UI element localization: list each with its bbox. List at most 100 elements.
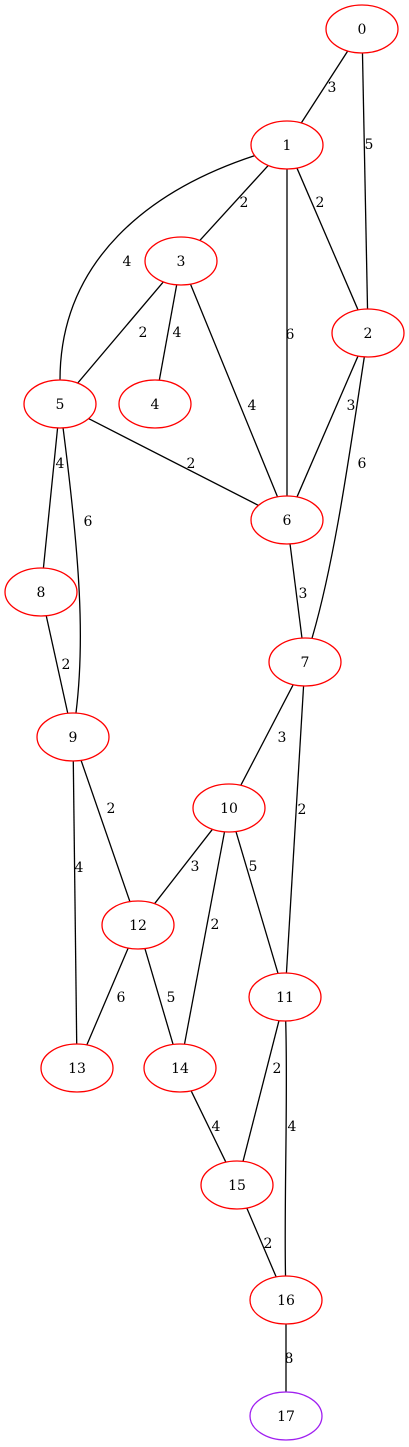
edge-weight-0-2: 5 (365, 137, 374, 153)
node-14: 14 (143, 1043, 217, 1093)
node-ellipse-3 (144, 236, 218, 286)
node-ellipse-6 (250, 495, 324, 545)
edge-weight-1-3: 2 (240, 195, 249, 211)
node-2: 2 (331, 308, 405, 358)
edge-11-15 (242, 1020, 280, 1162)
edge-3-6 (189, 283, 279, 498)
node-8: 8 (4, 567, 78, 617)
edge-9-12 (80, 760, 131, 902)
edge-weight-5-9: 6 (84, 514, 93, 530)
node-15: 15 (200, 1160, 274, 1210)
edge-weight-6-7: 3 (299, 586, 308, 602)
node-label-12: 12 (129, 918, 147, 934)
node-label-13: 13 (68, 1061, 86, 1077)
node-ellipse-17 (249, 1391, 323, 1441)
edge-5-6 (88, 418, 259, 506)
edge-weight-7-11: 2 (298, 802, 307, 818)
edge-8-9 (45, 615, 69, 714)
edge-11-16 (284, 1020, 288, 1277)
node-ellipse-9 (36, 712, 110, 762)
node-label-17: 17 (277, 1409, 295, 1425)
node-label-6: 6 (283, 513, 292, 529)
edge-weight-0-1: 3 (328, 80, 337, 96)
edge-weight-3-4: 4 (173, 325, 182, 341)
node-ellipse-14 (143, 1043, 217, 1093)
edge-weight-2-6: 3 (347, 398, 356, 414)
node-ellipse-4 (118, 379, 192, 429)
edge-weight-5-8: 4 (56, 456, 65, 472)
node-ellipse-2 (331, 308, 405, 358)
edge-weight-10-14: 2 (211, 917, 220, 933)
node-label-7: 7 (301, 655, 310, 671)
edge-weight-11-15: 2 (273, 1061, 282, 1077)
node-ellipse-16 (249, 1275, 323, 1325)
edge-15-16 (246, 1207, 277, 1278)
edge-3-4 (158, 284, 178, 381)
edge-10-11 (235, 831, 279, 974)
node-label-2: 2 (364, 326, 373, 342)
node-label-11: 11 (276, 990, 294, 1006)
edge-1-3 (199, 165, 269, 241)
node-0: 0 (325, 4, 399, 54)
node-label-15: 15 (228, 1178, 246, 1194)
edge-7-10 (240, 684, 294, 786)
node-label-0: 0 (358, 22, 367, 38)
node-ellipse-10 (192, 783, 266, 833)
edge-weight-2-7: 6 (358, 456, 367, 472)
edge-weight-10-11: 5 (249, 859, 258, 875)
node-ellipse-12 (101, 900, 175, 950)
node-ellipse-0 (325, 4, 399, 54)
node-5: 5 (23, 379, 97, 429)
edge-weight-9-13: 4 (75, 860, 84, 876)
edge-0-2 (361, 52, 369, 310)
edge-2-7 (311, 356, 365, 639)
node-ellipse-1 (250, 120, 324, 170)
edge-weight-10-12: 3 (191, 859, 200, 875)
node-label-1: 1 (283, 138, 292, 154)
edge-weight-1-6: 6 (286, 327, 295, 343)
edge-1-5 (59, 154, 255, 381)
node-label-10: 10 (220, 801, 238, 817)
edge-weight-9-12: 2 (107, 801, 116, 817)
node-label-9: 9 (69, 730, 78, 746)
node-4: 4 (118, 379, 192, 429)
node-6: 6 (250, 495, 324, 545)
edge-0-1 (300, 50, 349, 124)
edge-weight-12-14: 5 (167, 990, 176, 1006)
edge-weight-16-17: 8 (285, 1351, 294, 1367)
node-ellipse-15 (200, 1160, 274, 1210)
edge-weight-12-13: 6 (117, 990, 126, 1006)
node-16: 16 (249, 1275, 323, 1325)
node-7: 7 (268, 637, 342, 687)
edge-3-5 (77, 281, 164, 384)
edge-7-11 (285, 685, 305, 974)
edge-weight-7-10: 3 (278, 730, 287, 746)
edge-layer (42, 50, 369, 1392)
node-ellipse-8 (4, 567, 78, 617)
edge-10-14 (183, 831, 226, 1045)
node-1: 1 (250, 120, 324, 170)
edge-weight-15-16: 2 (264, 1236, 273, 1252)
node-ellipse-13 (40, 1043, 114, 1093)
edge-weight-3-5: 2 (139, 325, 148, 341)
edge-1-2 (296, 167, 359, 311)
node-ellipse-5 (23, 379, 97, 429)
edge-weight-5-6: 2 (187, 456, 196, 472)
edge-12-14 (144, 948, 174, 1045)
node-17: 17 (249, 1391, 323, 1441)
edge-5-8 (42, 427, 59, 569)
node-label-3: 3 (177, 254, 186, 270)
edge-5-9 (62, 427, 82, 714)
edge-6-7 (289, 543, 303, 639)
edge-weight-14-15: 4 (212, 1119, 221, 1135)
node-label-8: 8 (37, 585, 46, 601)
node-ellipse-7 (268, 637, 342, 687)
edge-2-6 (296, 355, 359, 498)
edge-10-12 (154, 828, 213, 905)
edge-9-13 (72, 760, 78, 1045)
edge-weight-1-2: 2 (316, 195, 325, 211)
node-label-14: 14 (171, 1061, 189, 1077)
